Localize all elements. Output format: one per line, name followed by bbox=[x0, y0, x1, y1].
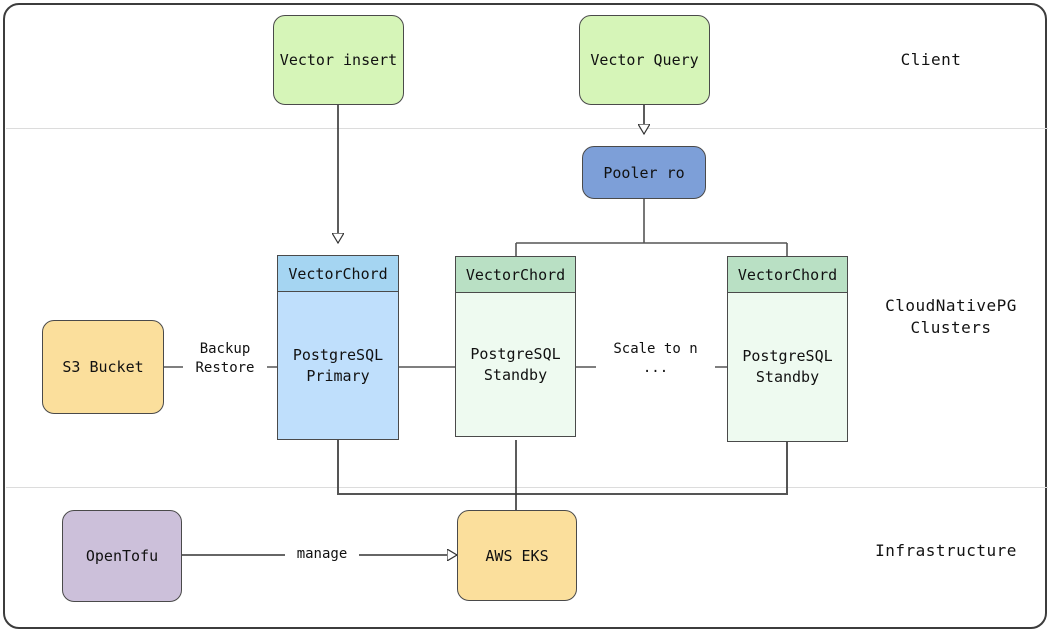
node-vector-insert[interactable]: Vector insert bbox=[273, 15, 404, 105]
edge-cluster-bus-to-eks bbox=[337, 440, 788, 495]
edge-label-backup-restore: Backup Restore bbox=[183, 340, 267, 378]
node-opentofu[interactable]: OpenTofu bbox=[62, 510, 182, 602]
lane-divider-clusters-infrastructure bbox=[6, 487, 1048, 488]
node-standby-2-body: PostgreSQL Standby bbox=[742, 347, 833, 386]
node-standby-1-header-vectorchord: VectorChord bbox=[456, 257, 575, 293]
node-postgresql-primary[interactable]: VectorChord PostgreSQL Primary bbox=[277, 255, 399, 440]
diagram-frame bbox=[3, 3, 1047, 629]
node-vector-query[interactable]: Vector Query bbox=[579, 15, 710, 105]
node-postgresql-standby-2[interactable]: VectorChord PostgreSQL Standby bbox=[727, 256, 848, 442]
node-postgresql-standby-1[interactable]: VectorChord PostgreSQL Standby bbox=[455, 256, 576, 437]
lane-label-infrastructure: Infrastructure bbox=[875, 541, 1017, 560]
node-pooler-ro[interactable]: Pooler ro bbox=[582, 146, 706, 199]
node-s3-bucket[interactable]: S3 Bucket bbox=[42, 320, 164, 414]
node-standby-1-body: PostgreSQL Standby bbox=[470, 344, 561, 384]
lane-label-client: Client bbox=[900, 50, 962, 69]
node-standby-2-header-vectorchord: VectorChord bbox=[728, 257, 847, 293]
edge-label-scale-to-n: Scale to n ... bbox=[596, 340, 715, 378]
lane-divider-client-clusters bbox=[6, 128, 1048, 129]
edge-label-manage: manage bbox=[285, 545, 359, 564]
node-primary-header-vectorchord: VectorChord bbox=[278, 256, 398, 292]
lane-label-cloudnativepg-clusters: CloudNativePG Clusters bbox=[885, 296, 1017, 337]
node-primary-body: PostgreSQL Primary bbox=[292, 345, 384, 385]
node-aws-eks[interactable]: AWS EKS bbox=[457, 510, 577, 601]
